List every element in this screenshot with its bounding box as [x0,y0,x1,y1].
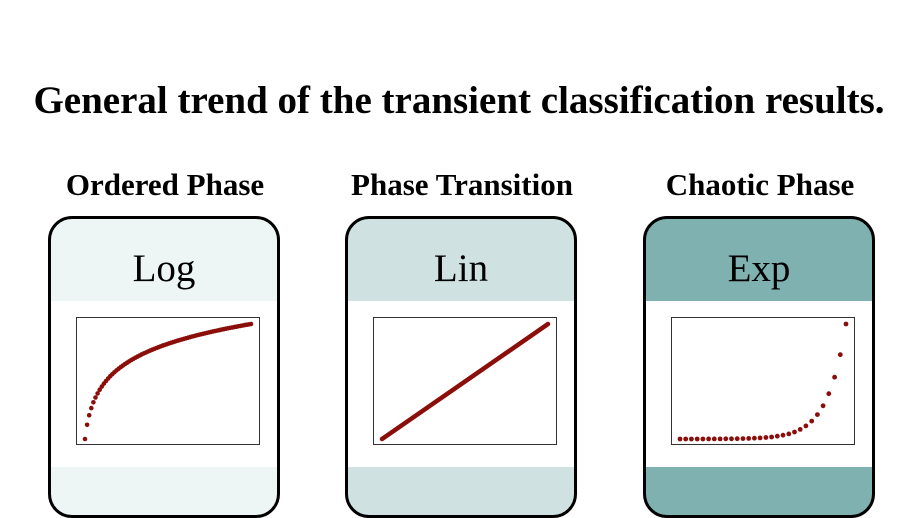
exp-trend-point [694,436,700,442]
phase-label-chaotic: Chaotic Phase [665,167,855,202]
exp-trend-point [740,436,746,441]
growth-label-log: Log [132,247,196,290]
log-trend-point [248,321,254,327]
log-trend-point [86,413,92,418]
exp-trend-point [837,352,843,358]
phase-label-transition: Phase Transition [351,167,573,202]
exp-trend-point [752,435,757,441]
exp-trend-point [774,433,780,439]
log-trend-point [91,400,96,405]
exp-trend-point [677,436,683,442]
log-trend-point [89,405,94,411]
exp-trend-point [763,435,769,440]
exp-trend-point [746,436,752,441]
exp-trend-point [815,412,820,417]
log-trend-point [84,422,90,428]
exp-trend-point [786,431,792,437]
exp-trend-point [757,435,763,441]
log-trend-point [93,395,98,400]
log-curve-svg [82,321,254,442]
exp-trend-point [769,434,774,440]
exp-trend-point [780,432,786,438]
lin-curve-svg [379,321,551,442]
chaotic-phase-card: Exp [643,216,875,518]
exp-curve-svg [677,321,849,442]
log-plot [76,317,260,445]
exp-trend-point [792,429,797,435]
exp-trend-point [797,427,803,432]
exp-trend-point [843,321,849,327]
exp-trend-point [700,436,706,442]
exp-trend-point [803,423,809,429]
exp-trend-point [706,436,711,442]
exp-plot [671,317,855,445]
ordered-phase-card: Log [48,216,280,518]
figure-title: General trend of the transient classific… [33,79,885,122]
exp-trend-point [809,418,815,424]
exp-trend-point [717,436,723,442]
exp-trend-point [826,391,832,397]
exp-trend-point [820,403,826,409]
linear-trend-line [379,321,551,442]
phase-label-ordered: Ordered Phase [65,167,265,202]
log-trend-point [82,436,88,442]
exp-trend-point [832,374,837,380]
exp-trend-point [683,436,689,442]
exp-trend-point [723,436,729,442]
phase-transition-card: Lin [345,216,577,518]
growth-label-exp: Exp [727,247,791,290]
exp-trend-point [734,436,740,442]
exp-trend-point [689,436,694,442]
growth-label-lin: Lin [433,247,489,290]
exp-trend-point [711,436,717,442]
exp-trend-point [729,436,734,442]
log-trend-point [95,391,100,396]
lin-plot [373,317,557,445]
